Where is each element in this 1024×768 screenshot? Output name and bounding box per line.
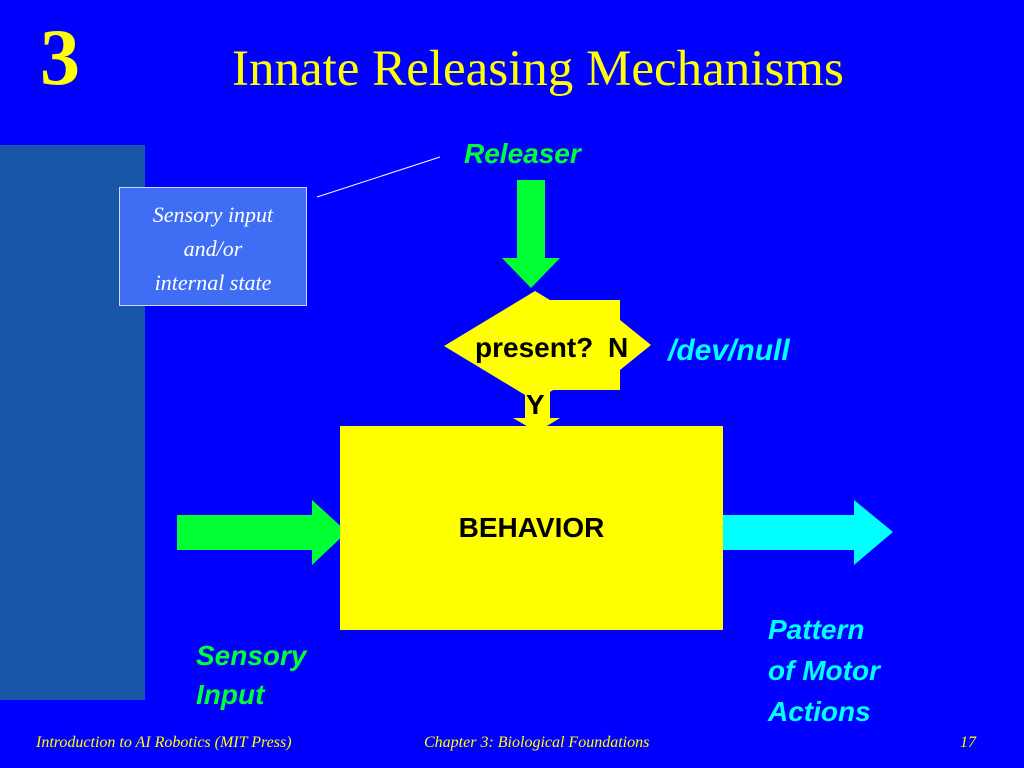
sensory-input-label: Sensory Input [196,636,307,714]
callout-line: and/or [183,236,243,261]
footer-chapter: Chapter 3: Biological Foundations [424,734,650,751]
motor-actions-line: Actions [768,696,871,727]
behavior-box: BEHAVIOR [340,426,723,630]
decision-label: present? [475,332,594,363]
releaser-label: Releaser [464,138,581,169]
motor-actions-line: Pattern [768,614,865,645]
motor-actions-label: Pattern of Motor Actions [768,609,880,732]
footer-page-number: 17 [960,734,976,751]
yes-branch-label: Y [526,389,545,420]
releaser-arrow [502,180,560,288]
motor-output-arrow [723,500,893,565]
no-branch-label: N [608,332,629,363]
motor-actions-line: of Motor [768,655,880,686]
yes-branch-arrow [513,380,560,432]
footer-book-title: Introduction to AI Robotics (MIT Press) [36,734,292,751]
chapter-number: 3 [40,14,80,102]
callout-connector-line [316,156,441,198]
sensory-input-arrow [177,500,347,565]
sensory-input-line: Input [196,679,265,710]
callout-line: internal state [154,270,272,295]
behavior-label: BEHAVIOR [458,512,605,543]
null-output-label: /dev/null [668,334,790,367]
decision-diamond [444,291,626,401]
sensory-input-line: Sensory [196,640,307,671]
callout-line: Sensory input [152,202,274,227]
slide-title: Innate Releasing Mechanisms [232,41,844,97]
sensory-state-callout: Sensory input and/or internal state [119,187,307,306]
